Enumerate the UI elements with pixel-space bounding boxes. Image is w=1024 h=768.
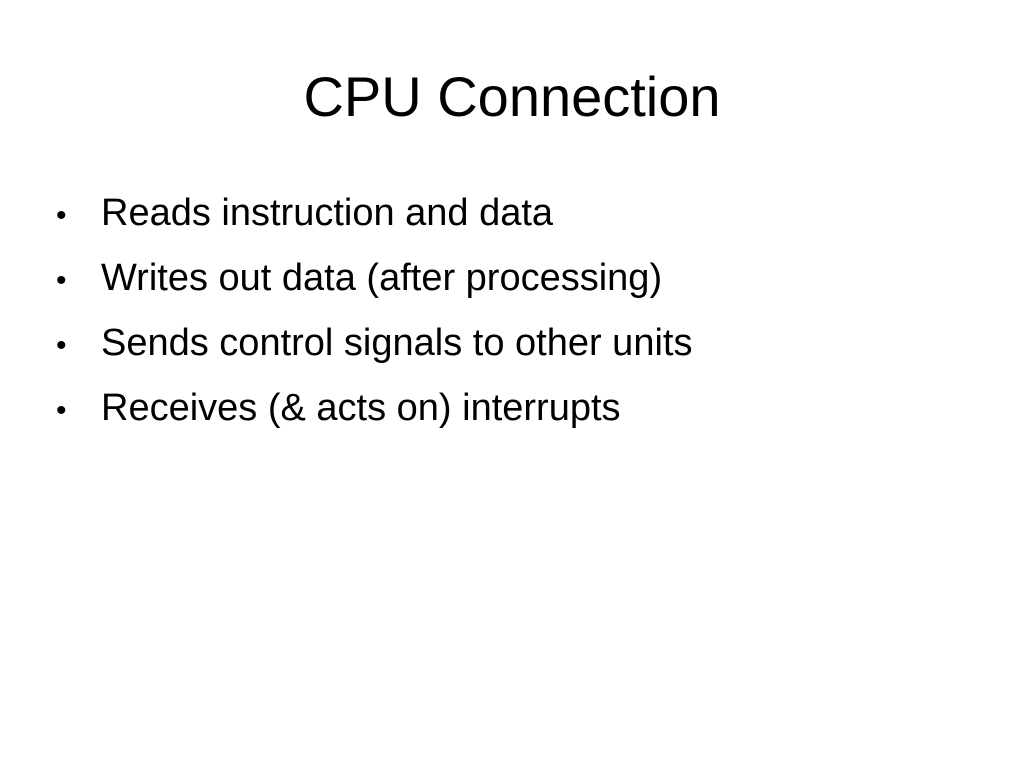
- bullet-text: Writes out data (after processing): [101, 257, 663, 299]
- bullet-marker: •: [56, 329, 67, 362]
- bullet-item: • Writes out data (after processing): [56, 254, 976, 319]
- bullet-text: Reads instruction and data: [101, 192, 554, 234]
- bullet-text: Sends control signals to other units: [101, 322, 693, 364]
- bullet-item: • Reads instruction and data: [56, 189, 976, 254]
- bullet-marker: •: [56, 394, 67, 427]
- slide-title: CPU Connection: [303, 65, 721, 128]
- bullet-item: • Sends control signals to other units: [56, 319, 976, 384]
- bullet-list: • Reads instruction and data • Writes ou…: [56, 189, 976, 449]
- bullet-text: Receives (& acts on) interrupts: [101, 387, 621, 429]
- bullet-marker: •: [56, 199, 67, 232]
- bullet-marker: •: [56, 264, 67, 297]
- bullet-item: • Receives (& acts on) interrupts: [56, 384, 976, 449]
